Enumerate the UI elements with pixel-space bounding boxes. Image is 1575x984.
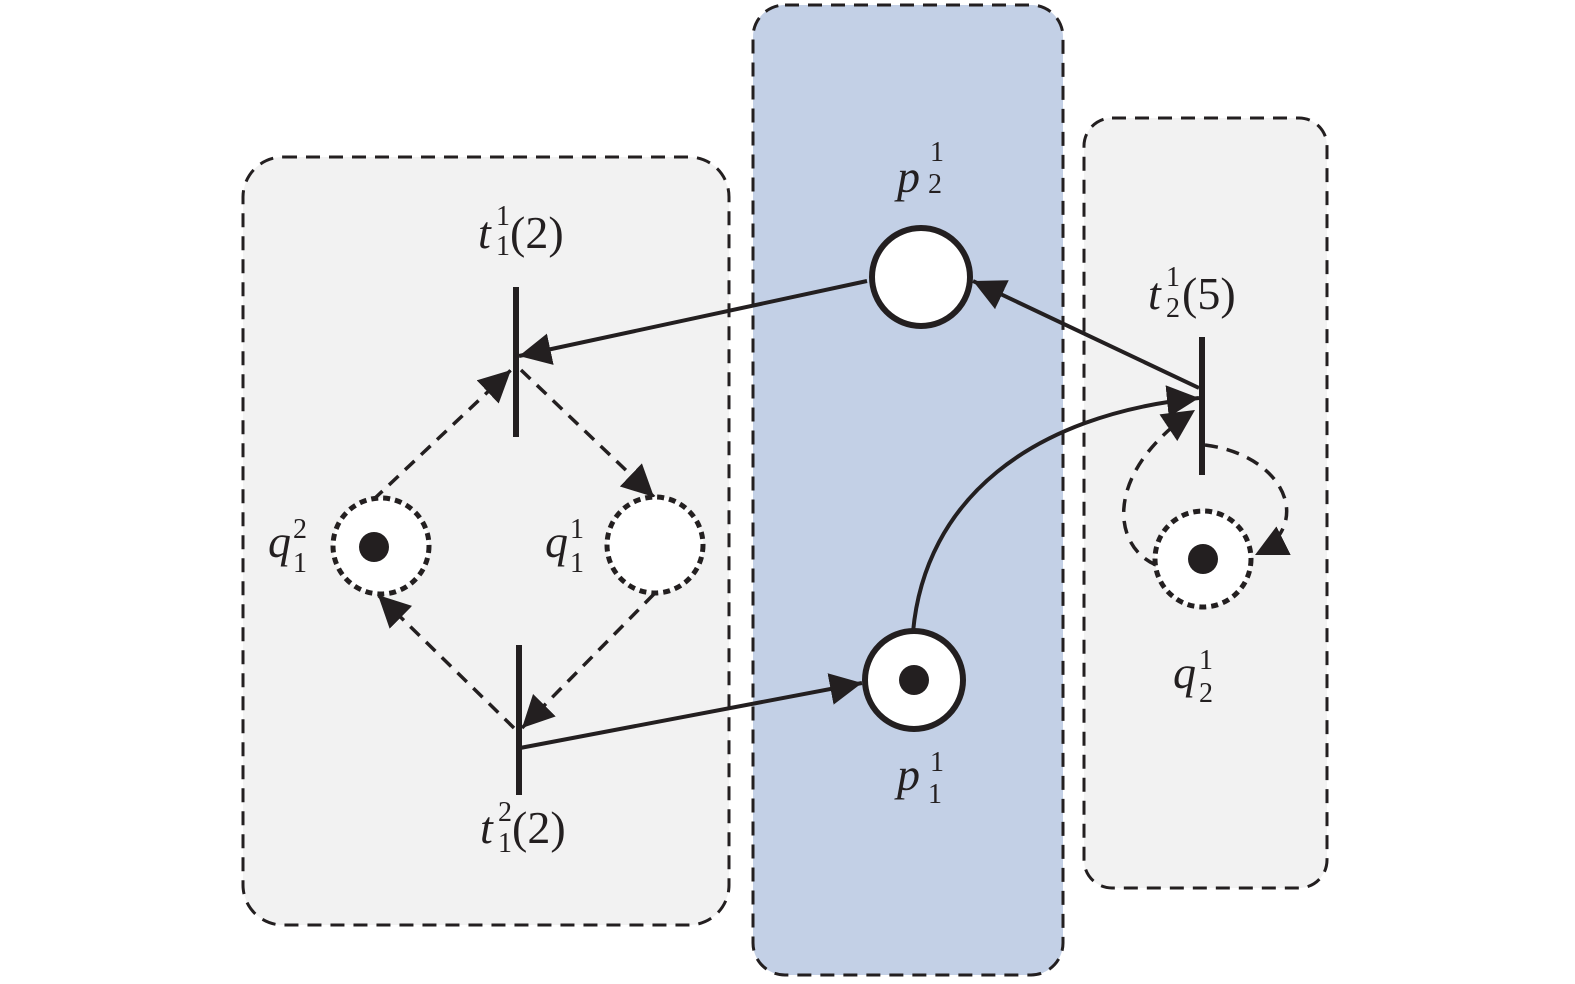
svg-text:(2): (2): [510, 207, 564, 258]
token-p1-1: [899, 665, 929, 695]
svg-text:1: 1: [1166, 262, 1180, 293]
svg-text:t: t: [1148, 268, 1162, 319]
svg-text:1: 1: [570, 548, 584, 579]
token-q2-1: [1188, 544, 1218, 574]
svg-text:1: 1: [928, 779, 942, 810]
arc-t1-2-to-q1-2: [376, 593, 516, 730]
svg-text:t: t: [478, 207, 492, 258]
arc-t1-2-to-p1: [519, 673, 863, 750]
label-p1-1: p 1 1: [894, 747, 944, 810]
svg-text:1: 1: [496, 231, 510, 262]
shared-module-box: [751, 3, 1065, 977]
place-q1-1: [604, 494, 706, 596]
svg-text:t: t: [480, 802, 494, 853]
svg-text:1: 1: [1199, 645, 1213, 676]
svg-text:2: 2: [293, 514, 307, 545]
svg-text:1: 1: [570, 514, 584, 545]
label-q1-2: q 2 1: [268, 514, 307, 579]
svg-text:(2): (2): [512, 802, 566, 853]
label-q1-1: q 1 1: [545, 514, 584, 579]
token-q1-2: [359, 532, 389, 562]
svg-text:1: 1: [293, 548, 307, 579]
svg-text:1: 1: [496, 201, 510, 232]
svg-text:q: q: [1173, 647, 1196, 698]
svg-text:2: 2: [928, 169, 942, 200]
svg-text:q: q: [545, 516, 568, 567]
arc-q2-1-to-t2-1: [1121, 408, 1196, 567]
svg-text:p: p: [894, 151, 920, 202]
arc-q1-1-to-t1-2: [520, 592, 656, 730]
svg-text:2: 2: [498, 797, 512, 828]
arc-q1-2-to-t1-1: [371, 368, 513, 502]
svg-text:1: 1: [930, 747, 944, 778]
arc-t2-1-to-p2: [972, 279, 1200, 390]
arc-t1-1-to-q1-1: [519, 368, 656, 499]
arc-p2-to-t1-1: [518, 279, 868, 365]
svg-text:2: 2: [1199, 678, 1213, 709]
label-t2-1: t 1 2 (5): [1148, 262, 1236, 324]
label-t1-2: t 2 1 (2): [480, 797, 566, 859]
svg-text:2: 2: [1166, 293, 1180, 324]
label-t1-1: t 1 1 (2): [478, 201, 564, 262]
svg-text:p: p: [894, 749, 920, 800]
label-q2-1: q 1 2: [1173, 645, 1213, 709]
arc-p1-to-t2-1: [911, 385, 1200, 633]
module-2-box: [1082, 116, 1329, 890]
svg-text:(5): (5): [1182, 268, 1236, 319]
label-p2-1: p 1 2: [894, 137, 944, 202]
svg-text:1: 1: [930, 137, 944, 168]
place-p2-1: [869, 225, 973, 329]
svg-text:1: 1: [498, 828, 512, 859]
arc-t2-1-to-q2-1: [1204, 443, 1291, 557]
svg-text:q: q: [268, 516, 291, 567]
